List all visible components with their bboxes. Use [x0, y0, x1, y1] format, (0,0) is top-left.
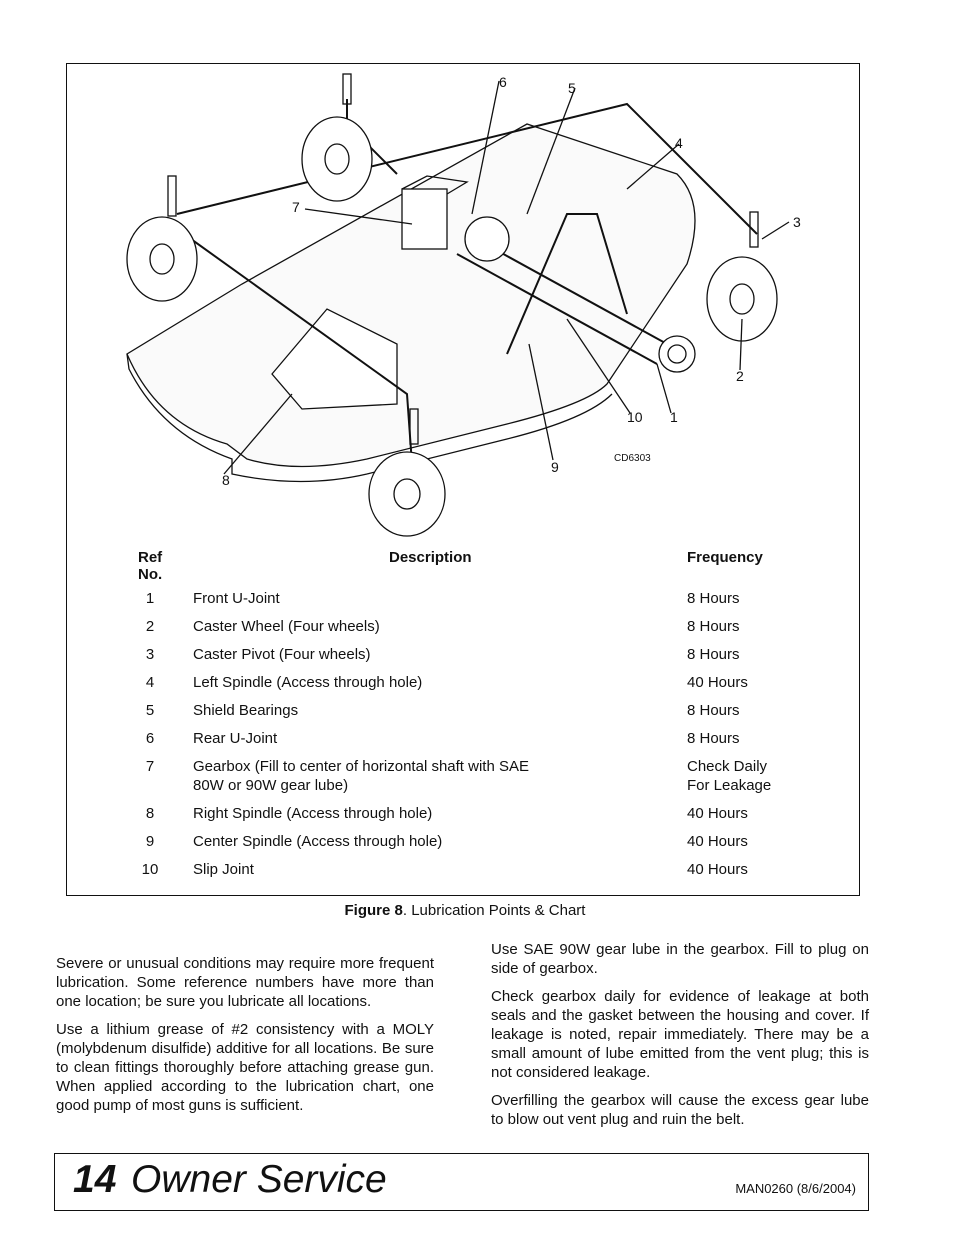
row-ref: 6	[145, 730, 155, 747]
row-description: Rear U-Joint	[193, 730, 278, 747]
chart-row: 6 Rear U-Joint 8 Hours	[133, 729, 833, 757]
row-frequency: 40 Hours	[687, 833, 748, 850]
chart-row: 1 Front U-Joint 8 Hours	[133, 589, 833, 617]
row-frequency: Check Daily For Leakage	[687, 758, 772, 794]
row-ref: 2	[145, 618, 155, 635]
chart-header: Ref No. Description Frequency	[133, 549, 833, 589]
page-number: 14	[73, 1158, 117, 1201]
callout-4: 4	[675, 135, 683, 151]
row-description: Caster Wheel (Four wheels)	[193, 618, 380, 635]
caption-text: . Lubrication Points & Chart	[402, 902, 586, 919]
row-ref: 4	[145, 674, 155, 691]
chart-row: 10 Slip Joint 40 Hours	[133, 860, 833, 888]
section-title: Owner Service	[131, 1158, 387, 1201]
row-ref: 8	[145, 805, 155, 822]
callout-9: 9	[551, 459, 559, 475]
row-ref: 7	[145, 758, 155, 775]
header-ref: Ref No.	[138, 549, 163, 583]
callout-5: 5	[568, 80, 576, 96]
row-frequency: 8 Hours	[687, 730, 740, 747]
caption-label: Figure 8	[344, 902, 403, 919]
callout-3: 3	[793, 214, 801, 230]
callout-2: 2	[736, 368, 744, 384]
row-frequency: 8 Hours	[687, 646, 740, 663]
row-frequency: 40 Hours	[687, 674, 748, 691]
row-frequency: 8 Hours	[687, 618, 740, 635]
callout-10: 10	[627, 409, 643, 425]
body-paragraph: Use SAE 90W gear lube in the gearbox. Fi…	[491, 941, 869, 977]
lubrication-chart: Ref No. Description Frequency 1 Front U-J…	[133, 549, 833, 888]
chart-row: 5 Shield Bearings 8 Hours	[133, 701, 833, 729]
row-description: Right Spindle (Access through hole)	[193, 805, 433, 822]
row-ref: 3	[145, 646, 155, 663]
row-frequency: 40 Hours	[687, 861, 748, 878]
body-left-column: Severe or unusual conditions may require…	[56, 954, 434, 1124]
drawing-code: CD6303	[614, 453, 651, 464]
row-frequency: 8 Hours	[687, 702, 740, 719]
page-footer: 14 Owner Service MAN0260 (8/6/2004)	[54, 1153, 869, 1211]
row-description: Slip Joint	[193, 861, 254, 878]
row-description: Shield Bearings	[193, 702, 299, 719]
body-right-column: Use SAE 90W gear lube in the gearbox. Fi…	[491, 940, 869, 1138]
row-ref: 9	[145, 833, 155, 850]
row-ref: 5	[145, 702, 155, 719]
chart-row: 4 Left Spindle (Access through hole) 40 Ho…	[133, 673, 833, 701]
row-description: Center Spindle (Access through hole)	[193, 833, 443, 850]
row-frequency: 8 Hours	[687, 590, 740, 607]
body-paragraph: Use a lithium grease of #2 consistency w…	[56, 1021, 434, 1114]
figure-frame: 6 5 4 3 7 2 10 1 9 8 CD6303 Ref No. Desc…	[66, 63, 860, 896]
chart-row: 3 Caster Pivot (Four wheels) 8 Hours	[133, 645, 833, 673]
callout-7: 7	[292, 199, 300, 215]
row-frequency: 40 Hours	[687, 805, 748, 822]
body-paragraph: Severe or unusual conditions may require…	[56, 955, 434, 1010]
document-id: MAN0260 (8/6/2004)	[735, 1181, 856, 1196]
chart-row: 7 Gearbox (Fill to center of horizontal s…	[133, 757, 833, 804]
row-description: Caster Pivot (Four wheels)	[193, 646, 371, 663]
body-paragraph: Check gearbox daily for evidence of leak…	[491, 988, 869, 1081]
row-description: Front U-Joint	[193, 590, 280, 607]
callout-1: 1	[670, 409, 678, 425]
chart-row: 2 Caster Wheel (Four wheels) 8 Hours	[133, 617, 833, 645]
header-description: Description	[389, 549, 472, 566]
row-ref: 1	[145, 590, 155, 607]
chart-row: 9 Center Spindle (Access through hole) 40 …	[133, 832, 833, 860]
header-frequency: Frequency	[687, 549, 763, 566]
callout-6: 6	[499, 74, 507, 90]
figure-caption: Figure 8. Lubrication Points & Chart	[0, 902, 930, 919]
callout-8: 8	[222, 472, 230, 488]
chart-row: 8 Right Spindle (Access through hole) 40 H…	[133, 804, 833, 832]
row-description: Left Spindle (Access through hole)	[193, 674, 423, 691]
mower-lubrication-diagram	[126, 73, 790, 537]
row-ref: 10	[141, 861, 159, 878]
row-description: Gearbox (Fill to center of horizontal sh…	[193, 758, 529, 794]
body-paragraph: Overfilling the gearbox will cause the e…	[491, 1092, 869, 1128]
